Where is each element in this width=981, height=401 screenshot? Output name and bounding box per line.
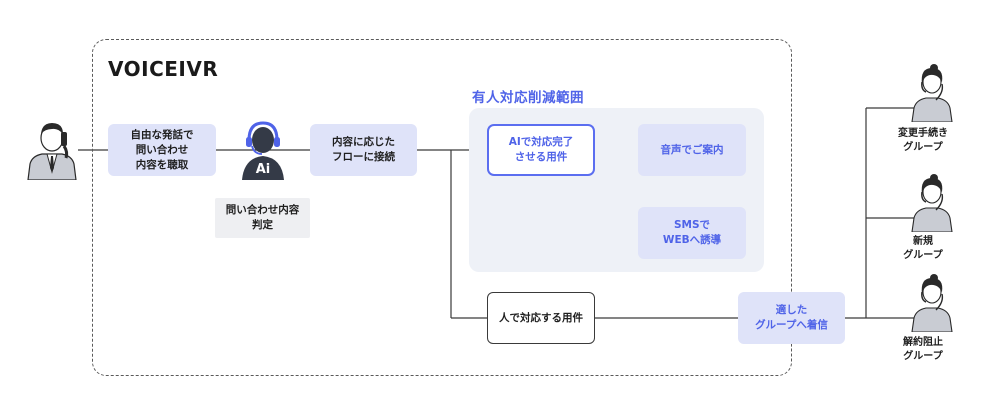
zone-title: 有人対応削減範囲 xyxy=(472,90,584,106)
sms-web-box: SMSで WEBへ誘導 xyxy=(638,207,746,259)
voiceivr-frame xyxy=(92,39,792,376)
group-cancel-label: 解約阻止 グループ xyxy=(903,337,943,362)
group-change-label: 変更手続き グループ xyxy=(898,128,948,153)
agent-icon xyxy=(911,274,953,332)
ai-badge: Ai xyxy=(256,162,271,177)
agent-icon xyxy=(911,64,953,122)
ai-operator-icon: Ai xyxy=(242,121,284,180)
route-box: 適した グループへ着信 xyxy=(738,292,845,344)
voice-guide-box: 音声でご案内 xyxy=(638,124,746,176)
agent-icon xyxy=(911,174,953,232)
brand-title: VOICEIVR xyxy=(108,57,219,81)
judge-box: 問い合わせ内容 判定 xyxy=(215,198,310,238)
listen-box: 自由な発話で 問い合わせ 内容を聴取 xyxy=(108,124,216,176)
group-new-label: 新規 グループ xyxy=(903,236,943,261)
caller-icon xyxy=(27,123,77,180)
connect-box: 内容に応じた フローに接続 xyxy=(310,124,417,176)
ai-complete-box: AIで対応完了 させる用件 xyxy=(487,124,595,176)
human-box: 人で対応する用件 xyxy=(487,292,595,344)
